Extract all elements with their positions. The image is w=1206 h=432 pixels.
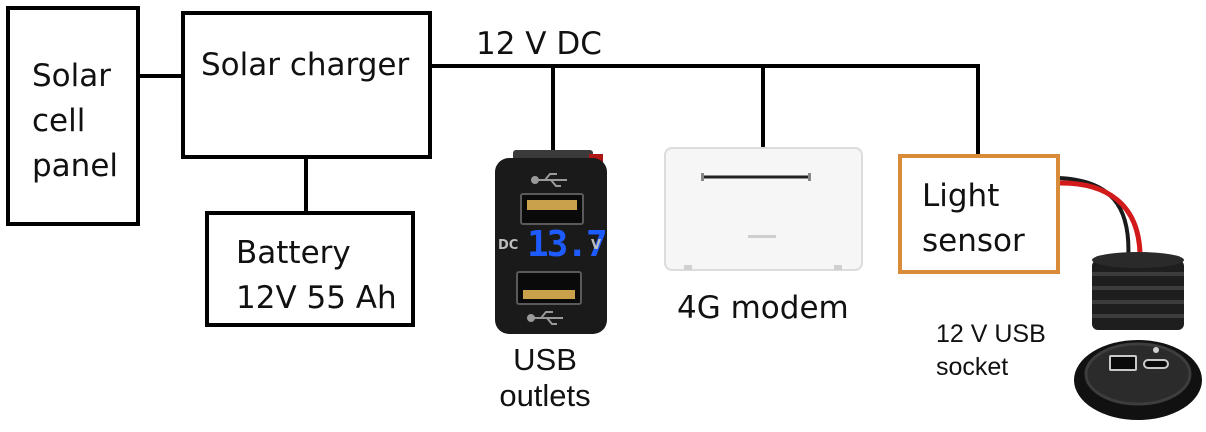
solar-panel-line-2: cell (32, 102, 86, 139)
battery-label: Battery 12V 55 Ah (236, 231, 411, 321)
light-sensor-line-2: sensor (922, 222, 1025, 259)
solar-panel-line-3: panel (32, 147, 119, 184)
usb-outlets-illustration (495, 150, 607, 334)
modem-illustration (664, 147, 863, 271)
usb-socket-caption: 12 V USB socket (936, 318, 1046, 384)
usb-outlets-caption-line-2: outlets (499, 378, 591, 413)
solar-panel-line-1: Solar (32, 58, 111, 94)
battery-line-2: 12V 55 Ah (236, 279, 397, 316)
usb-symbol-icon (531, 173, 567, 187)
socket-led-icon (1153, 347, 1159, 353)
battery-line-1: Battery (236, 235, 351, 271)
solar-panel-label: Solar cell panel (32, 54, 136, 189)
voltmeter-readout: 13.7 (527, 224, 608, 265)
dc-bus-wire (430, 64, 980, 157)
usb-outlets-caption: USB outlets (470, 342, 620, 414)
solar-charger-label: Solar charger (201, 47, 410, 83)
light-sensor-line-1: Light (922, 178, 1000, 214)
solar-charger-block: Solar charger (181, 11, 432, 159)
socket-usb-a-port (1109, 355, 1137, 371)
usb-outlets-device: DC 13.7 V (493, 150, 609, 336)
socket-usb-c-port (1143, 359, 1169, 369)
socket-cable-red (1057, 180, 1143, 263)
usb-socket-illustration (1074, 252, 1202, 420)
usb-socket-caption-line-2: socket (936, 353, 1009, 381)
voltmeter-prefix: DC (498, 238, 519, 253)
usb-socket-caption-line-1: 12 V USB (936, 320, 1046, 348)
socket-cable-black (1057, 176, 1131, 263)
light-sensor-block: Light sensor (898, 154, 1060, 274)
light-sensor-label: Light sensor (922, 174, 1056, 264)
usb-symbol-icon (527, 311, 563, 325)
voltmeter-unit: V (591, 238, 602, 253)
solar-panel-block: Solar cell panel (6, 6, 140, 226)
bus-voltage-label: 12 V DC (476, 26, 602, 62)
usb-port-bottom (516, 271, 582, 305)
usb-outlets-caption-line-1: USB (513, 342, 577, 377)
battery-block: Battery 12V 55 Ah (205, 211, 415, 327)
modem-caption: 4G modem (677, 290, 849, 326)
